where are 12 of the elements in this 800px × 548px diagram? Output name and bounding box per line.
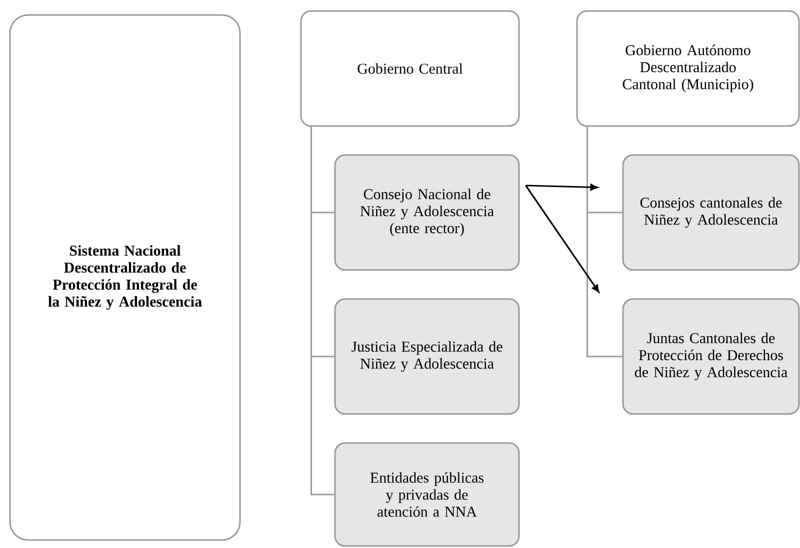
arrow	[525, 185, 600, 292]
connector-line	[310, 126, 334, 496]
organization-box: Justicia Especializada de Niñez y Adolescencia	[334, 298, 520, 415]
organization-box: Entidades públicas y privadas de atención a NNA	[334, 442, 520, 547]
organization-box: Gobierno Central	[300, 10, 520, 127]
organization-box: Consejos cantonales de Niñez y Adolescencia	[622, 154, 800, 271]
organization-box: Gobierno Autónomo Descentralizado Cantonal (Municipio)	[576, 10, 800, 127]
arrow	[526, 184, 598, 191]
organization-box: Consejo Nacional de Niñez y Adolescencia (ente rector)	[334, 154, 520, 271]
connector-line	[586, 126, 622, 358]
system-box: Sistema Nacional Descentralizado de Protección Integral de la Niñez y Adolescencia	[9, 14, 241, 541]
organization-box: Juntas Cantonales de Protección de Derechos de Niñez y Adolescencia	[622, 298, 800, 415]
